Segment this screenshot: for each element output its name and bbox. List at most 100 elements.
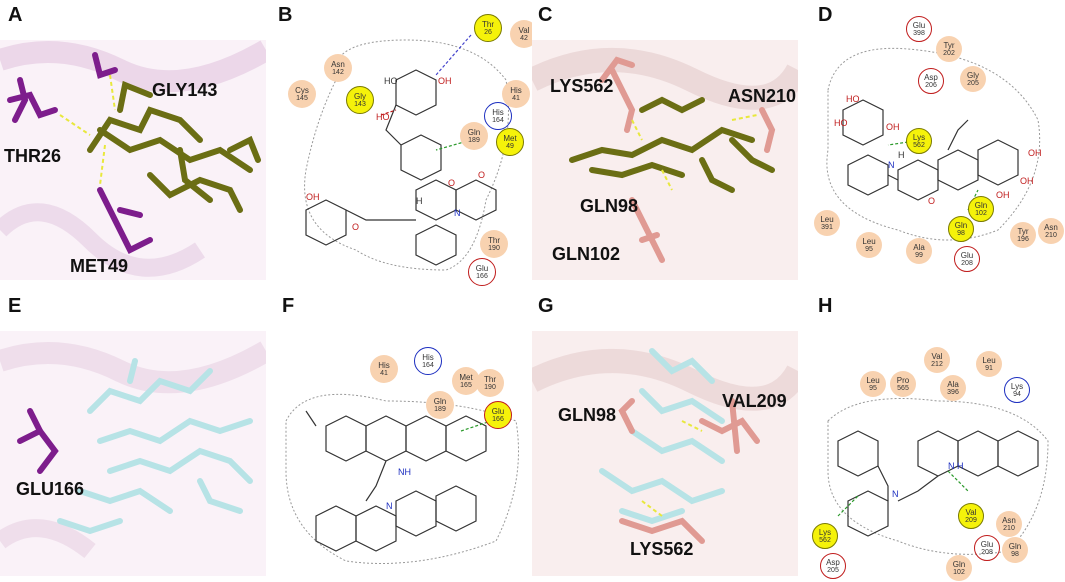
panel-letter-e: E [8,295,22,317]
panel-letter-g: G [538,295,554,317]
panel-letter-d: D [818,4,833,26]
label-asn210-c: ASN210 [728,86,797,106]
panel-letter-b: B [278,4,293,26]
panel-c: C LYS562 ASN210 GLN98 GLN102 [532,0,798,291]
panel-g: G GLN98 VAL209 LYS562 [532,291,798,582]
label-gln98-g: GLN98 [558,405,617,425]
panel-d-diagram [826,47,1041,241]
panel-e: E GLU166 [0,291,266,582]
panel-letter-f: F [282,295,295,317]
panel-letter-c: C [538,4,553,26]
atom-oh3-d: OH [1020,176,1034,186]
label-thr26: THR26 [4,146,62,166]
atom-o2-b: O [352,222,360,232]
atom-n-d: N [888,160,895,170]
ligand-a [87,80,261,213]
label-lys562-c: LYS562 [550,76,614,96]
label-lys562-g: LYS562 [630,539,694,559]
atom-ho2-d: HO [834,118,848,128]
atom-ho2-b: HO [376,112,390,122]
panel-h-diagram [827,398,1049,555]
atom-h-d: H [898,150,905,160]
label-gln98-c: GLN98 [580,196,639,216]
atom-ho-d: HO [846,94,860,104]
atom-ho-b: HO [384,76,398,86]
label-val209-g: VAL209 [722,391,787,411]
atom-o-d: O [928,196,936,206]
atom-oh2-d: OH [1028,148,1042,158]
panel-letter-h: H [818,295,833,317]
label-gln102-c: GLN102 [552,244,621,264]
panel-a: A GLY143 THR26 MET49 [0,0,266,291]
atom-o3-b: O [478,170,486,180]
label-met49: MET49 [70,256,129,276]
atom-n-f: N [386,501,393,511]
label-glu166-e: GLU166 [16,479,85,499]
atom-n-h: N [892,489,899,499]
atom-oh2-b: OH [306,192,320,202]
atom-nh-f: NH [398,467,411,477]
panel-g-render [532,331,798,576]
panel-b-diagram [304,34,509,271]
residues-a [7,52,153,255]
label-gly143: GLY143 [152,80,218,100]
panel-a-render [0,40,266,280]
atom-oh4-d: OH [996,190,1010,200]
atom-nh-h: N H [948,461,964,471]
atom-o-b: O [448,178,456,188]
atom-oh-b: OH [438,76,452,86]
panel-c-render [532,40,798,280]
atom-h-b: H [416,196,423,206]
panel-f-diagram [285,393,519,564]
panel-letter-a: A [8,4,23,26]
atom-oh-d: OH [886,122,900,132]
